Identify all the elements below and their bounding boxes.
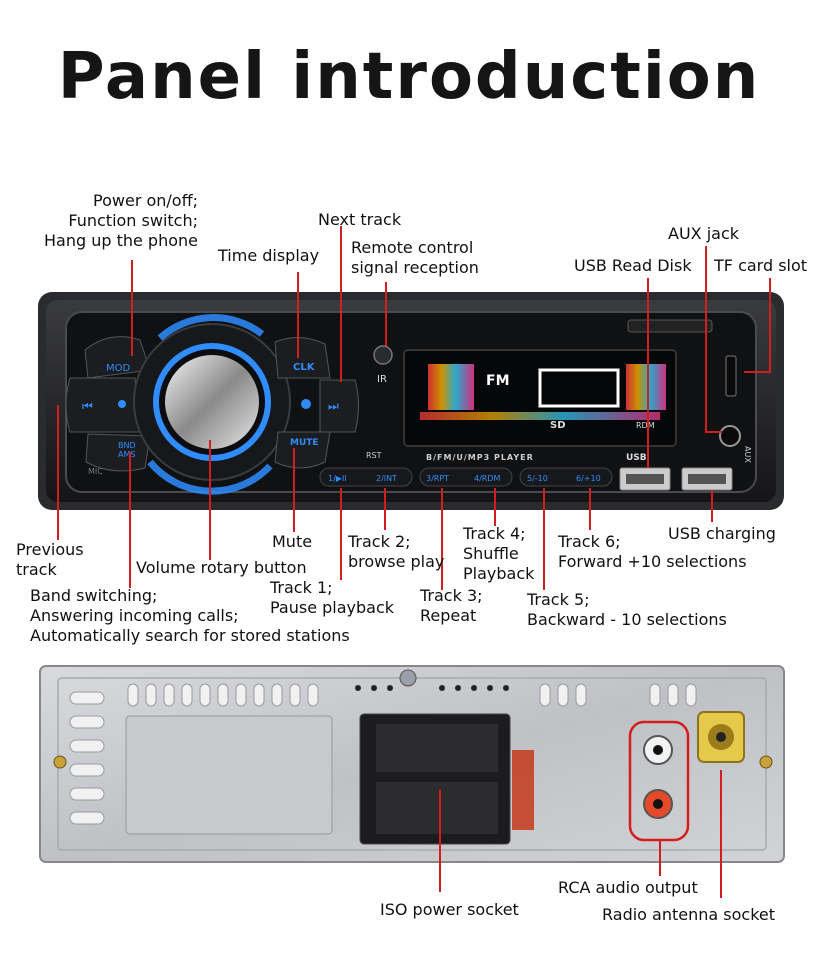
volume-knob[interactable]: [133, 314, 291, 495]
radio-antenna-socket[interactable]: [697, 711, 745, 763]
bnd-label: BND: [118, 441, 136, 450]
label-mute: Mute: [272, 532, 313, 551]
label-track4: Track 4; Shuffle Playback: [463, 524, 535, 583]
key-5[interactable]: 5/-10: [527, 474, 548, 483]
label-track1: Track 1; Pause playback: [270, 578, 395, 617]
usb-label: USB: [626, 453, 647, 463]
fm-indicator: FM: [486, 373, 510, 389]
key-2[interactable]: 2/INT: [376, 474, 397, 483]
screw: [759, 755, 773, 769]
label-iso: ISO power socket: [380, 900, 519, 919]
rdm-indicator: RDM: [636, 421, 655, 430]
label-aux-jack: AUX jack: [668, 224, 740, 243]
tf-card-slot[interactable]: [725, 355, 737, 397]
label-remote: Remote control signal reception: [351, 238, 479, 277]
label-track2: Track 2; browse play: [348, 532, 445, 571]
label-band: Band switching; Answering incoming calls…: [30, 586, 350, 645]
next-icon: ⏭: [328, 399, 339, 413]
label-time-display: Time display: [218, 246, 320, 265]
key-1[interactable]: 1/▶II: [328, 474, 347, 483]
mute-button[interactable]: MUTE: [274, 431, 331, 469]
label-volume: Volume rotary button: [136, 558, 307, 577]
bnd-ams-button[interactable]: BND AMS: [85, 433, 151, 472]
label-track3: Track 3; Repeat: [420, 586, 483, 625]
key-3[interactable]: 3/RPT: [426, 474, 449, 483]
indicator-dot: [118, 400, 126, 408]
sd-indicator: SD: [550, 420, 566, 431]
label-track6: Track 6; Forward +10 selections: [558, 532, 747, 571]
player-text: B/FM/U/MP3 PLAYER: [426, 453, 534, 462]
page-title: Panel introduction: [57, 40, 761, 114]
iso-power-socket[interactable]: [359, 713, 534, 845]
key-4[interactable]: 4/RDM: [474, 474, 501, 483]
label-usb-read: USB Read Disk: [574, 256, 692, 275]
key-6[interactable]: 6/+10: [576, 474, 601, 483]
ams-label: AMS: [118, 450, 135, 459]
label-tf-slot: TF card slot: [714, 256, 808, 275]
usb-charging-port-inner: [688, 474, 726, 484]
lcd-display: FM RDM SD: [403, 349, 677, 447]
rst-label: RST: [366, 451, 382, 460]
clk-label: CLK: [293, 362, 316, 373]
ir-label: IR: [377, 374, 387, 385]
indicator-dot: [301, 399, 311, 409]
aux-jack[interactable]: [719, 425, 741, 447]
label-antenna: Radio antenna socket: [602, 905, 776, 924]
prev-icon: ⏮: [82, 399, 93, 413]
label-usb-charging: USB charging: [668, 524, 776, 543]
usb-read-port-inner: [626, 474, 664, 484]
aux-text: AUX: [743, 446, 752, 463]
mic-label: MIC: [88, 467, 103, 476]
mute-label: MUTE: [290, 438, 319, 448]
label-power: Power on/off; Function switch; Hang up t…: [43, 191, 198, 250]
label-previous: Previous track: [16, 540, 84, 579]
mod-label: MOD: [106, 363, 130, 374]
label-track5: Track 5; Backward - 10 selections: [527, 590, 727, 629]
number-keys: 1/▶II 2/INT 3/RPT 4/RDM 5/-10 6/+10: [319, 467, 613, 487]
screw: [53, 755, 67, 769]
screw: [399, 669, 417, 687]
label-rca: RCA audio output: [558, 878, 698, 897]
callout-lines: [57, 226, 771, 898]
prev-track-button[interactable]: ⏮: [65, 377, 141, 433]
ir-receiver: IR RST: [366, 345, 393, 460]
next-track-button[interactable]: ⏭: [319, 379, 359, 433]
label-next-track: Next track: [318, 210, 402, 229]
clk-button[interactable]: CLK: [274, 337, 331, 379]
